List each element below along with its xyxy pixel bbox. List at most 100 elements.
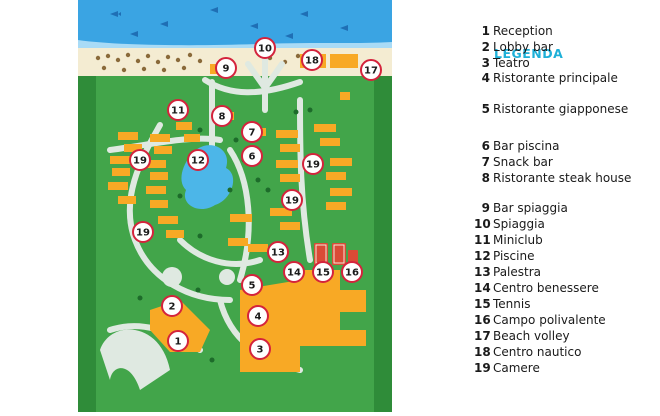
location-marker-number: 10 <box>258 44 272 55</box>
location-marker-ring[interactable] <box>241 145 263 167</box>
location-marker[interactable]: 11 <box>167 99 189 121</box>
location-marker[interactable]: 19 <box>302 153 324 175</box>
location-marker-number: 15 <box>316 268 330 279</box>
legend-item-label: Ristorante steak house <box>493 171 632 185</box>
location-marker-ring[interactable] <box>341 261 363 283</box>
location-marker-number: 8 <box>219 112 226 123</box>
location-marker-number: 19 <box>136 228 150 239</box>
legend-item-number: 9 <box>481 201 490 215</box>
legend-item-label: Lobby bar <box>493 40 553 54</box>
location-marker-ring[interactable] <box>129 149 151 171</box>
location-marker-ring[interactable] <box>312 261 334 283</box>
location-marker[interactable]: 9 <box>215 57 237 79</box>
legend-title: LEGENDA <box>494 46 564 61</box>
location-marker-number: 2 <box>169 302 176 313</box>
location-marker[interactable]: 15 <box>312 261 334 283</box>
location-marker-ring[interactable] <box>247 305 269 327</box>
legend-item-number: 13 <box>474 265 491 279</box>
location-marker-ring[interactable] <box>267 241 289 263</box>
legend-item-label: Ristorante giapponese <box>493 102 629 116</box>
location-marker[interactable]: 12 <box>187 149 209 171</box>
location-marker[interactable]: 19 <box>132 221 154 243</box>
legend-item-label: Teatro <box>493 56 530 70</box>
location-marker-ring[interactable] <box>283 261 305 283</box>
location-marker-ring[interactable] <box>132 221 154 243</box>
location-marker-ring[interactable] <box>215 57 237 79</box>
legend-item-label: Ristorante principale <box>493 71 618 85</box>
location-marker-number: 18 <box>305 56 319 67</box>
location-marker-ring[interactable] <box>302 153 324 175</box>
location-marker-ring[interactable] <box>254 37 276 59</box>
location-marker[interactable]: 13 <box>267 241 289 263</box>
location-marker-ring[interactable] <box>360 59 382 81</box>
location-marker[interactable]: 10 <box>254 37 276 59</box>
location-marker-ring[interactable] <box>187 149 209 171</box>
location-marker[interactable]: 14 <box>283 261 305 283</box>
legend-item-label: Tennis <box>493 297 531 311</box>
legend-item-label: Bar piscina <box>493 139 560 153</box>
location-marker-number: 3 <box>257 345 264 356</box>
location-marker[interactable]: 6 <box>241 145 263 167</box>
location-marker-ring[interactable] <box>301 49 323 71</box>
location-marker[interactable]: 19 <box>281 189 303 211</box>
location-marker[interactable]: 18 <box>301 49 323 71</box>
location-marker-ring[interactable] <box>211 105 233 127</box>
tree-icons <box>137 107 313 363</box>
fish-icons <box>110 7 348 39</box>
sea <box>78 0 392 46</box>
location-marker-number: 4 <box>255 312 262 323</box>
legend-item-number: 7 <box>481 155 490 169</box>
legend-item-label: Beach volley <box>493 329 570 343</box>
legend-item-number: 17 <box>474 329 491 343</box>
legend-item-number: 4 <box>481 71 490 85</box>
location-marker[interactable]: 16 <box>341 261 363 283</box>
location-marker-number: 1 <box>175 337 182 348</box>
location-marker[interactable]: 19 <box>129 149 151 171</box>
legend-item-label: Campo polivalente <box>493 313 606 327</box>
location-marker-ring[interactable] <box>281 189 303 211</box>
legend-item-number: 15 <box>474 297 491 311</box>
location-marker-ring[interactable] <box>241 121 263 143</box>
legend-item-number: 1 <box>481 24 490 38</box>
location-marker[interactable]: 1 <box>167 330 189 352</box>
location-marker[interactable]: 5 <box>241 274 263 296</box>
location-marker-ring[interactable] <box>161 295 183 317</box>
location-marker-ring[interactable] <box>167 330 189 352</box>
legend-item-label: Miniclub <box>493 233 543 247</box>
roundabout <box>219 269 235 285</box>
location-marker-ring[interactable] <box>241 274 263 296</box>
location-marker[interactable]: 3 <box>249 338 271 360</box>
location-marker-number: 17 <box>364 66 378 77</box>
legend-item-label: Piscine <box>493 249 535 263</box>
location-marker-number: 19 <box>285 196 299 207</box>
legend-item-number: 3 <box>481 56 490 70</box>
location-marker-number: 12 <box>191 156 205 167</box>
legend-item-number: 12 <box>474 249 491 263</box>
legend-item-number: 5 <box>481 102 490 116</box>
legend-item-number: 11 <box>474 233 491 247</box>
location-marker[interactable]: 17 <box>360 59 382 81</box>
legend-item-number: 6 <box>481 139 490 153</box>
location-marker-number: 6 <box>249 152 256 163</box>
location-marker-number: 16 <box>345 268 359 279</box>
legend-item-number: 8 <box>481 171 490 185</box>
legend-item-label: Centro nautico <box>493 345 582 359</box>
location-marker[interactable]: 8 <box>211 105 233 127</box>
legend-item-number: 18 <box>474 345 491 359</box>
location-marker-ring[interactable] <box>167 99 189 121</box>
location-marker-number: 11 <box>171 106 185 117</box>
location-marker-ring[interactable] <box>249 338 271 360</box>
location-marker[interactable]: 2 <box>161 295 183 317</box>
beach-umbrella-icons <box>95 52 301 73</box>
grass-shade <box>78 76 392 412</box>
legend-item-label: Bar spiaggia <box>493 201 568 215</box>
location-marker[interactable]: 7 <box>241 121 263 143</box>
legend-item-number: 19 <box>474 361 491 375</box>
legend-item-label: Spiaggia <box>493 217 545 231</box>
legend-item-label: Centro benessere <box>493 281 599 295</box>
main-road <box>100 329 170 390</box>
location-marker[interactable]: 4 <box>247 305 269 327</box>
